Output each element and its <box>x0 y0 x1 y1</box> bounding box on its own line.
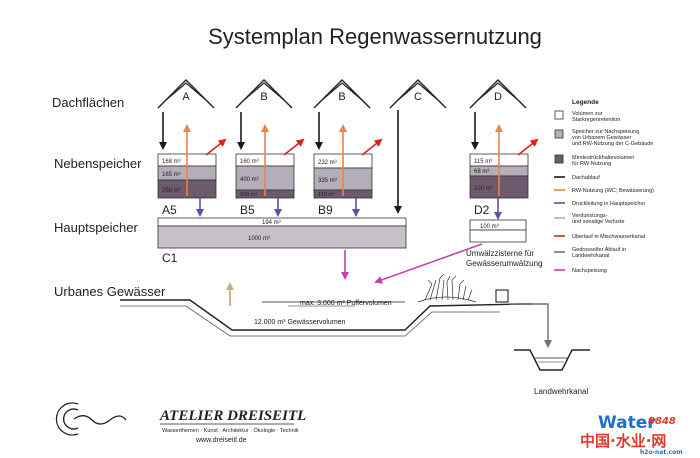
tank-a5-mid: 165 m³ <box>162 172 181 178</box>
tank-a5-bot: 250 m³ <box>162 188 181 194</box>
legend-item-8-line-0: Gedrosselter Ablauf in <box>572 247 626 253</box>
tank-a5-top: 168 m³ <box>162 159 181 165</box>
roof-b1-label: B <box>260 91 267 103</box>
tank-b9-mid: 335 m³ <box>318 178 337 184</box>
roof-b-2: B <box>313 79 371 109</box>
legend-item-8-line-1: Landwehrkanal <box>572 253 609 259</box>
reed-vegetation-icon <box>417 273 477 303</box>
tank-b5-id: B5 <box>240 203 255 217</box>
main-tank-top: 194 m³ <box>262 220 281 226</box>
legend-item-6-line-0: Verdunstungs- <box>572 213 608 219</box>
roof-a-label: A <box>182 91 190 103</box>
cistern-label-1: Umwälzzisterne für <box>466 249 534 258</box>
outlet-structure <box>495 289 552 348</box>
tank-b9-id: B9 <box>318 203 333 217</box>
diagram-title: Systemplan Regenwassernutzung <box>208 24 542 49</box>
label-roofs: Dachflächen <box>52 95 124 110</box>
lake-volume-label: 12.000 m³ Gewässervolumen <box>254 319 346 326</box>
legend-item-9-line-0: Nachspeisung <box>572 268 607 274</box>
tank-a5-id: A5 <box>162 203 177 217</box>
rw-use-arrows <box>183 124 503 196</box>
label-secondary-storage: Nebenspeicher <box>54 156 142 171</box>
tank-b5-mid: 400 m³ <box>240 177 259 183</box>
legend-item-1-line-0: Speicher zur Nachspeisung <box>572 129 639 135</box>
roof-c-label: C <box>414 91 422 103</box>
roof-b2-label: B <box>338 91 345 103</box>
legend: Legende Volumen zur Starkregenretention … <box>554 99 654 274</box>
roof-a: A <box>157 79 215 109</box>
feed-arrows <box>341 243 483 284</box>
legend-item-7-line-0: Überlauf in Mischwasserkanal <box>572 233 645 240</box>
overflow-arrows <box>205 138 539 156</box>
legend-swatch-feed-storage <box>554 129 564 139</box>
tank-b9-bot: 110 m³ <box>318 192 335 198</box>
tank-d2-id: D2 <box>474 203 490 217</box>
roof-c: C <box>389 79 447 109</box>
roof-d: D <box>469 79 527 109</box>
lake-buffer-label: max. 3.000 m³ Puffervolumen <box>300 300 392 307</box>
pressure-pipe-arrows <box>196 198 502 220</box>
cistern-volume: 100 m³ <box>480 224 499 230</box>
wave-logo-icon <box>55 402 127 436</box>
roof-d-label: D <box>494 91 502 103</box>
cistern-label-2: Gewässerumwälzung <box>466 259 542 268</box>
canal-label: Landwehrkanal <box>534 387 588 396</box>
main-tank-c1: 194 m³ 1000 m³ C1 <box>157 217 407 265</box>
main-tank-bot: 1000 m³ <box>248 236 270 242</box>
label-main-storage: Hauptspeicher <box>54 220 138 235</box>
legend-swatch-retention <box>554 110 564 120</box>
watermark-site: h2o-net.com <box>640 449 682 456</box>
watermark-cn: 中国·水业·网 <box>580 432 666 450</box>
watermark-brand: Water <box>598 413 656 433</box>
canal-section <box>514 349 590 371</box>
legend-item-0-line-1: Starkregenretention <box>572 117 620 123</box>
legend-title: Legende <box>572 99 599 106</box>
water8848-watermark: Water 8848 中国·水业·网 h2o-net.com <box>580 413 682 456</box>
legend-item-1-line-1: von Urbanem Gewässer <box>572 135 631 141</box>
tank-d2-mid: 68 m³ <box>474 169 489 175</box>
tank-d2-bot: 220 m³ <box>474 186 493 192</box>
legend-item-6-line-1: und sonstige Verluste <box>572 219 625 225</box>
legend-item-1-line-2: und RW-Nutzung der C-Gebäude <box>572 141 653 147</box>
roof-b-1: B <box>235 79 293 109</box>
legend-swatch-minimum <box>554 154 564 164</box>
legend-item-3-line-0: Dachablauf <box>572 175 600 181</box>
tank-b5-bot: 100 m³ <box>240 192 257 198</box>
label-urban-water: Urbanes Gewässer <box>54 284 166 299</box>
main-tank-id: C1 <box>162 251 178 265</box>
logo-url: www.dreiseitl.de <box>195 437 247 444</box>
legend-item-4-line-0: RW-Nutzung (WC; Bewässerung) <box>572 188 654 194</box>
legend-item-0-line-0: Volumen zur <box>572 111 603 117</box>
roof-drain-arrows <box>159 110 479 214</box>
tank-b9-top: 232 m³ <box>318 160 337 166</box>
legend-item-5-line-0: Druckleitung in Hauptspeicher <box>572 201 646 207</box>
logo-tagline: Wasserthemen · Kunst · Architektur · Öko… <box>162 427 299 434</box>
atelier-dreiseitl-logo: ATELIER DREISEITL Wasserthemen · Kunst ·… <box>55 402 306 444</box>
watermark-num: 8848 <box>648 416 676 427</box>
circulation-cistern: 100 m³ Umwälzzisterne für Gewässerumwälz… <box>466 219 542 268</box>
legend-item-2-line-1: für RW-Nutzung <box>572 161 611 167</box>
tank-b5-top: 160 m³ <box>240 159 259 165</box>
logo-name: ATELIER DREISEITL <box>159 408 306 424</box>
legend-item-2-line-0: Mindestrückhaltevolumen <box>572 155 634 161</box>
lake-section: max. 3.000 m³ Puffervolumen 12.000 m³ Ge… <box>120 299 532 337</box>
tank-d2-top: 115 m³ <box>474 159 492 165</box>
